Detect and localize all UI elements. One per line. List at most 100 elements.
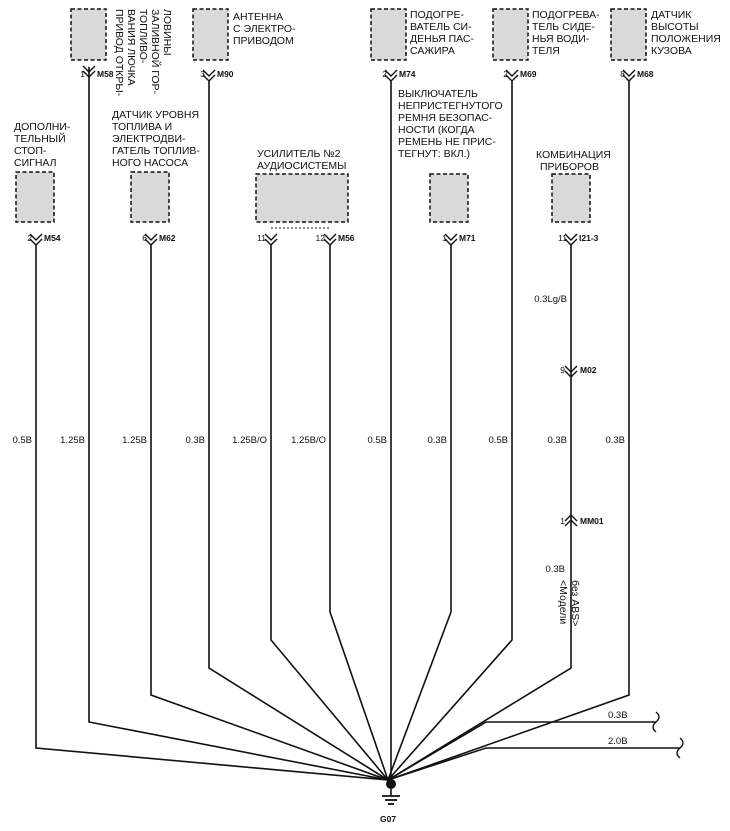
- mm01-connector-icon: [564, 514, 578, 527]
- break-mark-lower: [676, 737, 684, 759]
- m69-pin-number: 2: [503, 69, 508, 79]
- m56-connector-name: M56: [338, 233, 355, 243]
- mm01-note-line-2: без ABS>: [569, 580, 581, 626]
- m69-box: [492, 8, 529, 61]
- i21-wire-gauge-top: 0.3Lg/B: [534, 294, 567, 305]
- m56-label-line-2: АУДИОСИСТЕМЫ: [257, 160, 346, 172]
- m71-connector-name: M71: [459, 233, 476, 243]
- i21-connector-icon: [564, 233, 578, 246]
- m56-label-line-1: УСИЛИТЕЛЬ №2: [257, 148, 341, 160]
- m68-connector-name: M68: [637, 69, 654, 79]
- break-mark-upper: [652, 711, 660, 733]
- wire-m54: [35, 244, 389, 781]
- m62-connector-icon: [144, 233, 158, 246]
- ground-terminal-icon: [386, 779, 396, 789]
- m69-label-line-1: ПОДОГРЕВА-: [532, 9, 600, 21]
- m71-connector-icon: [444, 233, 458, 246]
- wire-m56-pin11: [270, 244, 389, 781]
- m56-box: [255, 173, 349, 223]
- m68-pin-number: 8: [620, 69, 625, 79]
- m62-label-line-5: НОГО НАСОСА: [112, 157, 188, 169]
- m71-label-line-4: НОСТИ (КОГДА: [398, 124, 475, 136]
- m90-pin-number: 3: [200, 69, 205, 79]
- m71-label-line-6: ТЕГНУТ: ВКЛ.): [398, 148, 470, 160]
- wire-m62: [150, 244, 389, 781]
- branch-lower-gauge: 2.0B: [608, 736, 628, 747]
- m74-label-line-4: САЖИРА: [410, 45, 455, 57]
- m69-label-line-4: ТЕЛЯ: [532, 45, 560, 57]
- m68-label-line-3: ПОЛОЖЕНИЯ: [651, 33, 721, 45]
- m68-wire-gauge: 0.3B: [605, 435, 625, 446]
- m54-wire-gauge: 0.5B: [12, 435, 32, 446]
- i21-connector-name: I21-3: [579, 233, 599, 243]
- m56-pin11-number: 11: [257, 233, 266, 243]
- m71-pin-number: 1: [442, 233, 447, 243]
- m90-label-line-3: ПРИВОДОМ: [233, 35, 294, 47]
- m54-connector-icon: [29, 233, 43, 246]
- mm01-note-line-1: <Модели: [557, 580, 569, 624]
- m71-label-line-1: ВЫКЛЮЧАТЕЛЬ: [398, 88, 478, 100]
- m02-connector-icon: [564, 365, 578, 378]
- wire-m69: [387, 80, 513, 781]
- wire-m90: [208, 80, 389, 781]
- m58-wire-gauge: 1.25B: [60, 435, 85, 446]
- m74-label-line-1: ПОДОГРЕ-: [410, 9, 464, 21]
- m54-box: [15, 171, 55, 223]
- m58-connector-icon: [82, 65, 96, 78]
- m69-wire-gauge: 0.5B: [488, 435, 508, 446]
- m68-box: [610, 8, 647, 61]
- m68-label-line-1: ДАТЧИК: [651, 9, 692, 21]
- m90-label-line-2: С ЭЛЕКТРО-: [233, 23, 296, 35]
- m62-wire-gauge: 1.25B: [122, 435, 147, 446]
- ground-label: G07: [380, 814, 396, 824]
- m62-label-line-4: ГАТЕЛЬ ТОПЛИВ-: [112, 145, 200, 157]
- wire-m71: [387, 244, 452, 781]
- m71-box: [429, 173, 469, 223]
- m74-pin-number: 2: [382, 69, 387, 79]
- m90-connector-name: M90: [217, 69, 234, 79]
- component-labels: ПРИВОД ОТКРЫ- ВАНИЯ ЛЮЧКА ТОПЛИВО- ЗАЛИВ…: [113, 9, 721, 97]
- wires: [35, 67, 680, 781]
- i21-label-line-2: ПРИБОРОВ: [540, 161, 599, 173]
- i21-label-line-1: КОМБИНАЦИЯ: [536, 149, 611, 161]
- ground-g07: G07: [380, 779, 400, 824]
- i21-box: [551, 173, 591, 223]
- i21-pin-number: 11: [558, 233, 567, 243]
- wire-break-marks: [652, 711, 684, 759]
- m62-pin-number: 6: [142, 233, 147, 243]
- component-boxes: [15, 8, 647, 223]
- m90-connector-icon: [202, 69, 216, 82]
- mm01-connector-name: MM01: [580, 516, 604, 526]
- m56-pin12-wire-gauge: 1.25B/O: [291, 435, 326, 446]
- wire-m68: [387, 80, 630, 781]
- m68-label-line-4: КУЗОВА: [651, 45, 692, 57]
- m69-connector-name: M69: [520, 69, 537, 79]
- m54-label-line-3: СТОП-: [14, 145, 47, 157]
- m54-label-line-1: ДОПОЛНИ-: [14, 121, 71, 133]
- m02-pin-number: 9: [560, 365, 565, 375]
- m58-label-line-2: ВАНИЯ ЛЮЧКА: [125, 9, 137, 86]
- m58-label-line-1: ПРИВОД ОТКРЫ-: [113, 9, 125, 97]
- m69-connector-icon: [505, 69, 519, 82]
- m56-pin11-connector-icon: [264, 233, 278, 246]
- wire-branch-upper: [387, 721, 656, 781]
- m90-box: [192, 8, 229, 61]
- m54-pin-number: 2: [27, 233, 32, 243]
- m90-label-line-1: АНТЕННА: [233, 11, 283, 23]
- m62-label-line-2: ТОПЛИВА И: [112, 121, 172, 133]
- m56-pin12-number: 12: [316, 233, 326, 243]
- m74-connector-name: M74: [399, 69, 416, 79]
- m62-label-line-3: ЭЛЕКТРОДВИ-: [112, 133, 186, 145]
- m58-connector-name: M58: [97, 69, 114, 79]
- m58-label-line-5: ЛОВИНЫ: [161, 9, 173, 56]
- m71-label-line-2: НЕПРИСТЕГНУТОГО: [398, 100, 503, 112]
- branch-upper-gauge: 0.3B: [608, 710, 628, 721]
- m74-box: [370, 8, 407, 61]
- m54-label-line-2: ТЕЛЬНЫЙ: [14, 132, 66, 145]
- mm01-pin-number: 1: [560, 516, 565, 526]
- connector-symbols: [29, 65, 636, 527]
- m68-connector-icon: [622, 69, 636, 82]
- m54-label-line-4: СИГНАЛ: [14, 157, 57, 169]
